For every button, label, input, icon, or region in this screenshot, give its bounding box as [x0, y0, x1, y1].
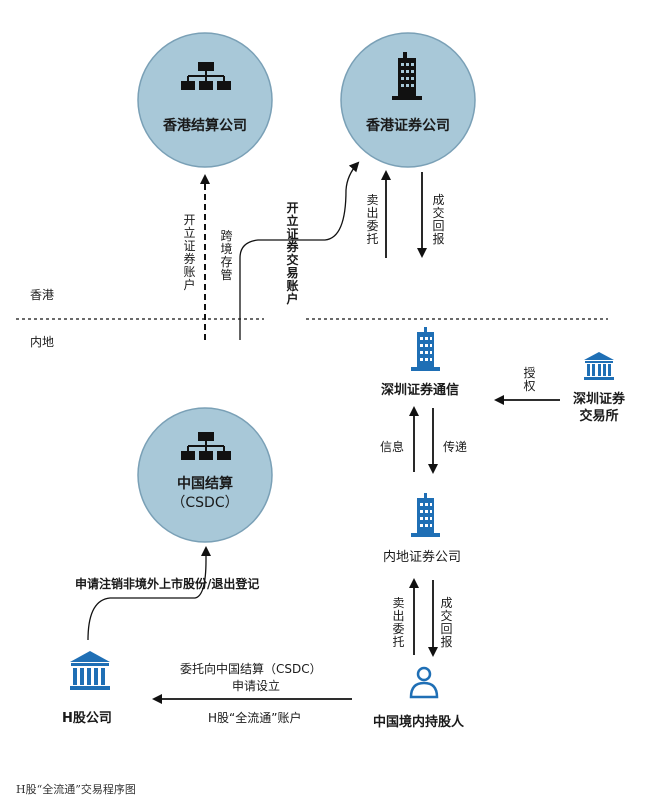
trade-report-top-label: 成交回报 — [432, 193, 445, 246]
cross-border-custody-label: 跨境存管 — [220, 229, 233, 282]
region-label-hong-kong: 香港 — [30, 288, 55, 302]
org-chart-icon — [181, 432, 231, 460]
sell-entrust-top-label: 卖出委托 — [366, 193, 379, 246]
listed-company-icon — [70, 651, 110, 690]
h-company-label: H股公司 — [62, 711, 112, 726]
org-chart-icon — [181, 62, 231, 90]
region-label-mainland: 内地 — [30, 335, 55, 349]
open-trading-account-label: 开立证券交易账户 — [286, 201, 299, 306]
figure-caption: H股“全流通”交易程序图 — [16, 783, 136, 796]
sz-connect-label: 深圳证券通信 — [381, 383, 460, 398]
hk-clearing-label: 香港结算公司 — [163, 118, 247, 134]
hk-clearing-circle — [137, 32, 273, 168]
office-building-icon — [392, 52, 422, 100]
trade-report-bottom-label: 成交回报 — [440, 596, 453, 649]
csdc-label-line2: （CSDC） — [171, 495, 239, 511]
h-account-label: H股“全流通”账户 — [208, 711, 302, 725]
open-account-label: 开立证券账户 — [183, 213, 196, 292]
csdc-label-line1: 中国结算 — [177, 476, 233, 492]
stock-exchange-icon — [584, 352, 614, 380]
info-label: 信息 — [380, 440, 405, 454]
china-holders-label: 中国境内持股人 — [373, 715, 465, 730]
entrust-csdc-label-line1: 委托向中国结算（CSDC） — [180, 662, 322, 676]
csdc-circle — [137, 407, 273, 543]
office-building-icon — [411, 327, 440, 371]
sell-entrust-bottom-label: 卖出委托 — [392, 596, 405, 649]
apply-deregister-label: 申请注销非境外上市股份/退出登记 — [75, 577, 260, 591]
office-building-icon — [411, 493, 440, 537]
mainland-securities-label: 内地证券公司 — [383, 550, 462, 565]
transmit-label: 传递 — [443, 440, 468, 454]
trading-account-arrow — [239, 161, 360, 340]
entrust-csdc-label-line2: 申请设立 — [232, 679, 281, 693]
szse-label: 深圳证券交易所 — [572, 392, 625, 424]
deregister-arrow — [87, 546, 211, 641]
authorize-label: 授权 — [523, 366, 536, 393]
hk-securities-label: 香港证券公司 — [366, 118, 450, 134]
person-icon — [409, 666, 439, 699]
